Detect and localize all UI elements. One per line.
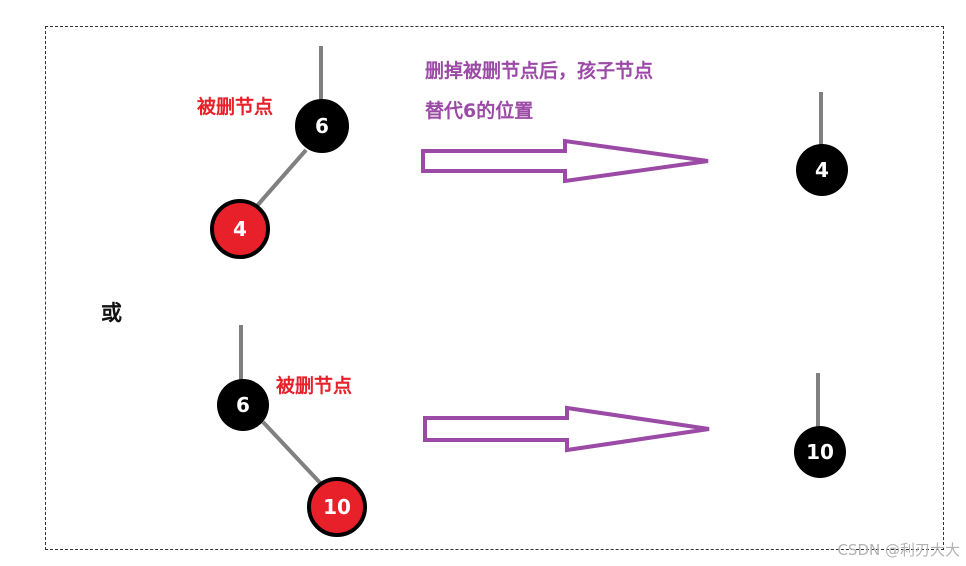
node-6-bottom: 6 (217, 379, 269, 431)
node-6-top-value: 6 (315, 114, 329, 138)
node-6-bottom-value: 6 (236, 393, 250, 417)
node-10-result: 10 (794, 426, 846, 478)
watermark: CSDN @利刃大大 (837, 541, 960, 559)
node-10-result-value: 10 (806, 440, 834, 464)
deleted-node-label-bottom: 被删节点 (276, 375, 353, 397)
node-4-top-value: 4 (233, 217, 247, 241)
diagram-frame (45, 26, 944, 550)
node-4-top-red: 4 (210, 199, 270, 259)
edge-6-to-10 (261, 420, 326, 489)
node-10-bottom-value: 10 (323, 495, 351, 519)
note-line-2: 替代6的位置 (425, 100, 534, 122)
edge-6-to-4 (254, 148, 308, 209)
note-line-1: 删掉被删节点后，孩子节点 (425, 60, 654, 82)
or-label: 或 (101, 301, 122, 325)
node-4-result-value: 4 (815, 158, 829, 182)
node-4-result: 4 (796, 144, 848, 196)
arrow-right-bottom (423, 405, 710, 453)
node-6-top: 6 (295, 99, 349, 153)
arrow-right-top (421, 138, 709, 184)
deleted-node-label-top: 被删节点 (197, 96, 274, 118)
node-10-bottom-red: 10 (307, 477, 367, 537)
